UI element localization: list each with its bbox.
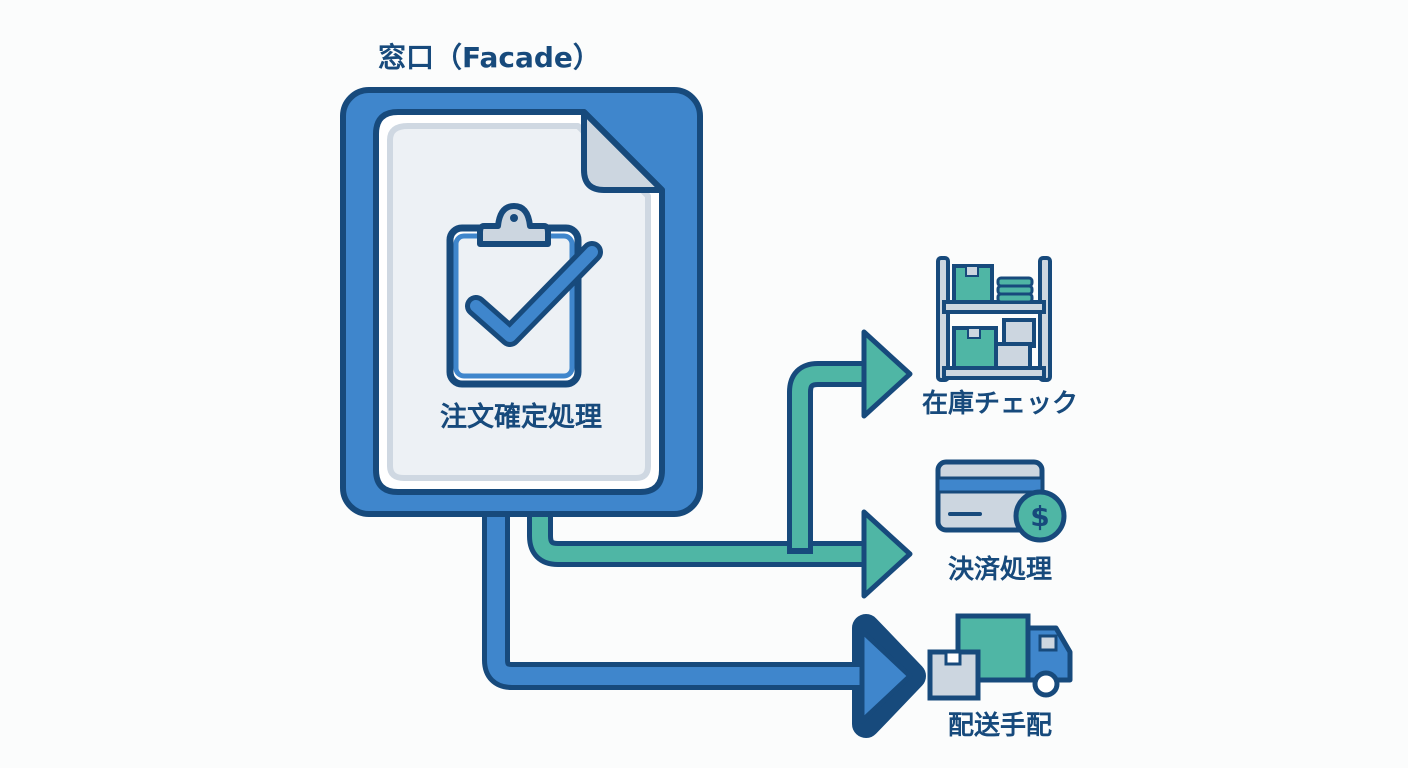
- arrow-to-payment: [527, 500, 913, 599]
- warehouse-shelf-icon: [936, 256, 1052, 382]
- delivery-truck-icon: [927, 613, 1073, 701]
- arrow-to-shipping: [482, 500, 926, 738]
- credit-card-dollar-icon: $: [935, 459, 1067, 543]
- service-label-inventory: 在庫チェック: [921, 389, 1078, 419]
- clipboard-check-icon: [446, 203, 603, 388]
- document-label: 注文確定処理: [440, 402, 602, 433]
- service-label-shipping: 配送手配: [947, 711, 1052, 741]
- service-label-payment: 決済処理: [947, 555, 1052, 585]
- arrow-to-inventory: [787, 329, 913, 554]
- facade-title: 窓口（Facade）: [378, 41, 601, 74]
- svg-text:$: $: [1030, 500, 1049, 533]
